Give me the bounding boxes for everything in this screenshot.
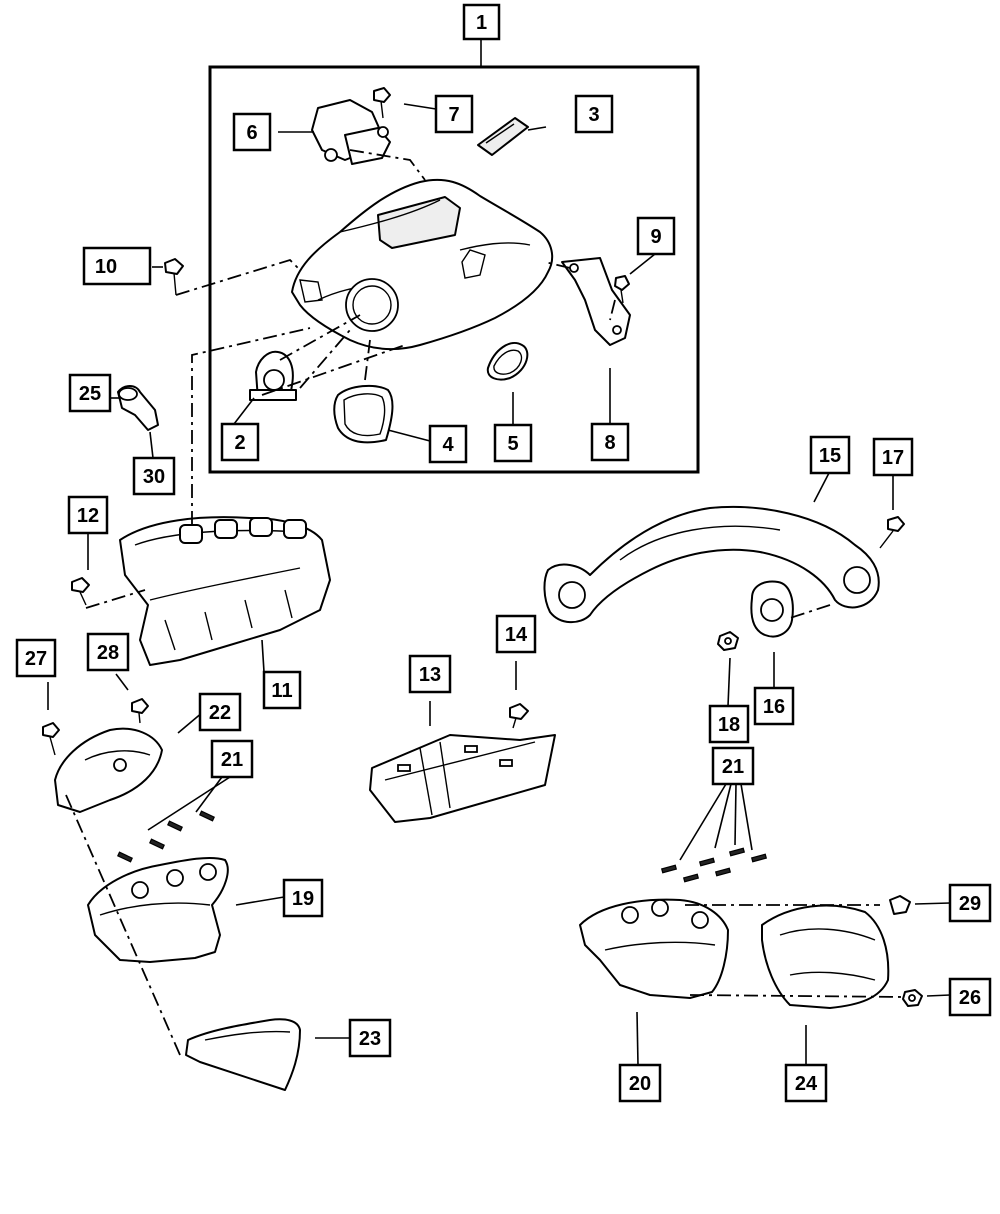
right-heat-shield-part — [761, 904, 890, 1009]
callout-label: 28 — [97, 642, 119, 664]
callout-label: 6 — [246, 122, 257, 144]
callout-18: 18 — [708, 704, 750, 744]
callout-6: 6 — [232, 112, 272, 152]
right-shield-bolt-part — [889, 895, 911, 915]
callout-label: 10 — [95, 256, 117, 278]
callout-23: 23 — [348, 1018, 392, 1058]
callout-label: 9 — [650, 226, 661, 248]
callout-2: 2 — [220, 422, 260, 462]
callout-label: 29 — [959, 893, 981, 915]
callout-label: 18 — [718, 714, 740, 736]
throttle-body-gasket-part — [249, 350, 297, 401]
exhaust-crossover-pipe-part — [543, 505, 880, 624]
callout-11: 11 — [262, 670, 302, 710]
right-manifold-studs-part — [660, 847, 768, 883]
left-manifold-studs-part — [117, 810, 215, 863]
callout-24: 24 — [784, 1063, 828, 1103]
callout-26: 26 — [948, 977, 992, 1017]
callout-14: 14 — [495, 614, 537, 654]
callout-label: 20 — [629, 1073, 651, 1095]
callout-label: 17 — [882, 447, 904, 469]
intake-gasket-part — [333, 384, 394, 444]
callout-label: 25 — [79, 383, 101, 405]
callout-4: 4 — [428, 424, 468, 464]
assembly-dash-lines — [65, 149, 906, 1056]
lower-intake-manifold-part — [119, 516, 331, 666]
right-shield-nut-part — [902, 989, 923, 1007]
leader-lines — [47, 103, 951, 1066]
callout-5: 5 — [493, 423, 533, 463]
left-exhaust-manifold-part — [87, 856, 229, 963]
callout-12: 12 — [67, 495, 109, 535]
upper-intake-assembly-frame — [208, 65, 700, 474]
left-lower-heat-shield-part — [185, 1018, 301, 1091]
upper-intake-plenum-part — [291, 178, 554, 351]
callout-22: 22 — [198, 692, 242, 732]
crossover-gasket-part — [750, 580, 794, 638]
crossover-bolt-part — [879, 516, 905, 549]
callout-15: 15 — [809, 435, 851, 475]
coolant-fitting-part — [117, 385, 159, 431]
callout-label: 23 — [359, 1028, 381, 1050]
callout-30: 30 — [132, 456, 176, 496]
manifold-bolt-part — [164, 258, 184, 296]
callout-label: 2 — [234, 432, 245, 454]
callout-9: 9 — [636, 216, 676, 256]
engine-cover-plate-part — [477, 117, 529, 156]
callout-label: 30 — [143, 466, 165, 488]
callout-21-left: 21 — [210, 739, 254, 779]
callout-label: 4 — [442, 434, 454, 456]
lower-manifold-bolt-part — [71, 577, 90, 606]
left-upper-shield-bolt-part — [131, 698, 149, 724]
bracket-bolt-part — [614, 275, 630, 304]
callout-label: 15 — [819, 445, 841, 467]
callout-21-right: 21 — [711, 746, 755, 786]
heat-shield-bolt-part — [509, 703, 529, 729]
callout-label: 1 — [476, 12, 487, 34]
callout-label: 13 — [419, 664, 441, 686]
left-upper-heat-shield-part — [54, 727, 163, 813]
callout-label: 14 — [505, 624, 528, 646]
callout-label: 3 — [588, 104, 599, 126]
left-heat-shield-bolt-part — [42, 722, 60, 756]
callout-1: 1 — [462, 3, 501, 41]
callout-17: 17 — [872, 437, 914, 477]
callout-10: 10 — [82, 246, 152, 286]
callout-label: 22 — [209, 702, 231, 724]
callout-label: 21 — [221, 749, 243, 771]
callout-19: 19 — [282, 878, 324, 918]
callout-label: 7 — [448, 104, 459, 126]
callout-label: 5 — [507, 433, 518, 455]
callout-28: 28 — [86, 632, 130, 672]
callout-label: 8 — [604, 432, 615, 454]
center-heat-shield-part — [369, 734, 556, 823]
callout-29: 29 — [948, 883, 992, 923]
callout-3: 3 — [574, 94, 614, 134]
callout-label: 12 — [77, 505, 99, 527]
callout-label: 21 — [722, 756, 744, 778]
crossover-nut-part — [717, 631, 739, 651]
callout-label: 27 — [25, 648, 47, 670]
callout-25: 25 — [68, 373, 112, 413]
callout-8: 8 — [590, 422, 630, 462]
o-ring-gasket-part — [486, 342, 529, 381]
map-sensor-part — [311, 99, 391, 165]
callout-20: 20 — [618, 1063, 662, 1103]
callout-7: 7 — [434, 94, 474, 134]
sensor-bolt-part — [373, 87, 391, 119]
callout-16: 16 — [753, 686, 795, 726]
callout-label: 26 — [959, 987, 981, 1009]
callout-27: 27 — [15, 638, 57, 678]
callout-label: 11 — [271, 680, 292, 702]
callout-label: 16 — [763, 696, 785, 718]
support-bracket-part — [561, 257, 631, 346]
callout-label: 24 — [795, 1073, 818, 1095]
right-exhaust-manifold-part — [579, 898, 729, 999]
callout-label: 19 — [292, 888, 314, 910]
callout-13: 13 — [408, 654, 452, 694]
